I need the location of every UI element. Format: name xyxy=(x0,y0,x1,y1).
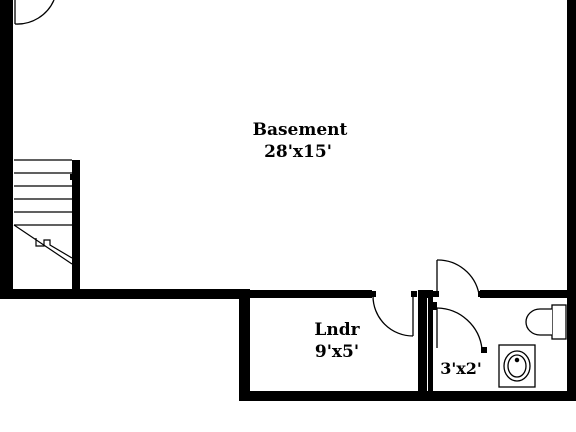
door-swing-icon xyxy=(14,0,55,25)
door-jambs xyxy=(370,291,487,353)
sink-icon xyxy=(498,344,536,388)
toilet-icon xyxy=(525,304,567,340)
stairs-icon xyxy=(13,159,75,265)
room-dimensions-basement: 28'x15' xyxy=(264,142,332,162)
door-swing-icon xyxy=(436,259,480,296)
room-name-basement: Basement xyxy=(253,120,348,140)
room-name-laundry: Lndr xyxy=(314,320,360,340)
interior-walls xyxy=(72,160,568,392)
exterior-walls xyxy=(0,0,576,401)
door-swing-icon xyxy=(372,295,414,337)
room-dimensions-half-bath: 3'x2' xyxy=(440,359,482,378)
room-dimensions-laundry: 9'x5' xyxy=(315,342,359,362)
door-swing-icon xyxy=(436,307,483,350)
